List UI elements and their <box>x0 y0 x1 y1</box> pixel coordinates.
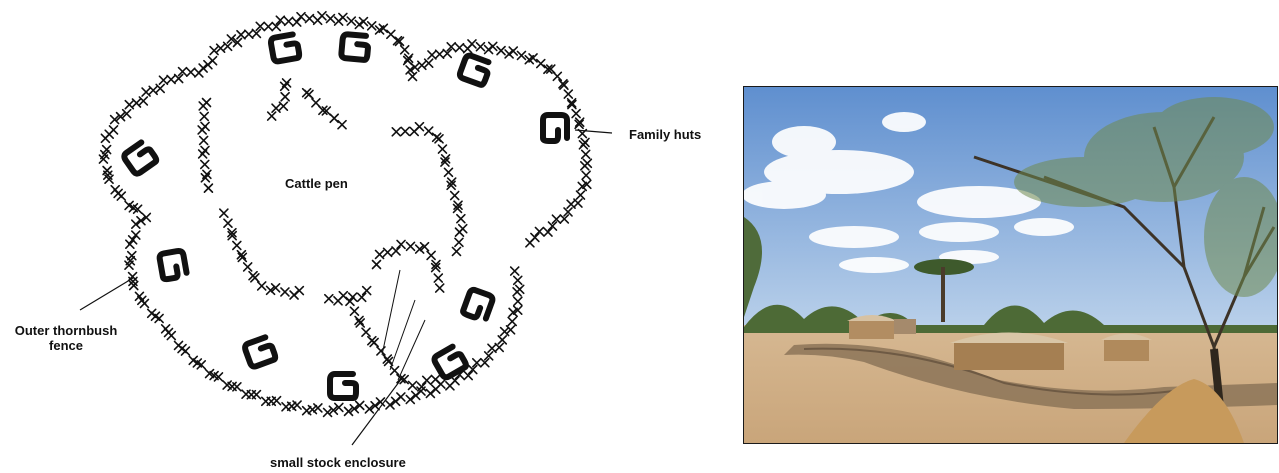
label-outer-fence-line2: fence <box>49 338 83 353</box>
leader-small-stock <box>352 378 402 445</box>
family-hut <box>341 34 369 60</box>
label-outer-fence-line1: Outer thornbush <box>15 323 118 338</box>
small-stock-hatch <box>382 270 425 380</box>
family-hut <box>459 54 492 85</box>
family-hut <box>159 250 187 280</box>
homestead-diagram <box>0 0 720 468</box>
label-cattle-pen: Cattle pen <box>285 176 348 191</box>
family-hut <box>462 289 493 322</box>
family-hut <box>270 34 300 62</box>
small-stock-enclosure-fence <box>346 240 444 390</box>
photo-illustration <box>744 87 1277 443</box>
diagram-drawing <box>0 0 720 468</box>
homestead-photo <box>743 86 1278 444</box>
family-hut <box>122 141 157 176</box>
family-hut <box>244 336 277 367</box>
family-hut <box>330 374 356 398</box>
leader-outer-fence <box>80 278 133 310</box>
outer-thornbush-fence <box>99 12 591 417</box>
family-hut <box>543 115 567 141</box>
label-family-huts: Family huts <box>629 127 701 142</box>
label-outer-fence: Outer thornbush fence <box>10 323 122 353</box>
cattle-pen-boundary <box>198 79 467 305</box>
family-hut <box>433 345 468 379</box>
family-huts <box>122 34 567 398</box>
